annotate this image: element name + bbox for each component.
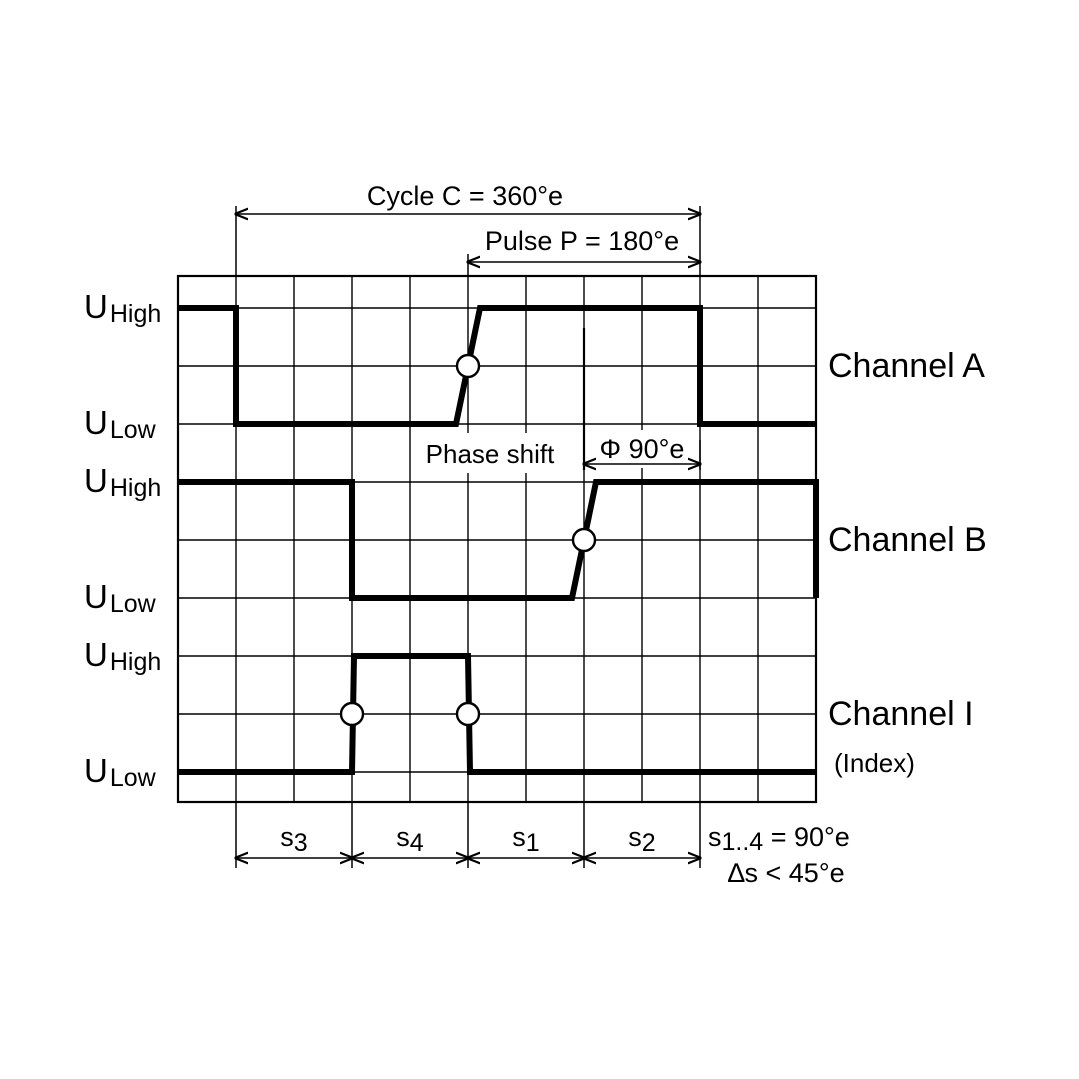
channel-b-high-label: UHigh xyxy=(84,462,161,502)
channel-i-high-label: UHigh xyxy=(84,636,161,676)
segment-label-s2: s2 xyxy=(628,822,655,857)
phase-shift-label: Phase shift xyxy=(426,439,555,469)
segment-label-s1: s1 xyxy=(512,822,539,857)
level-labels: UHigh ULow UHigh ULow UHigh ULow xyxy=(84,288,161,792)
segment-note-line2: ∆s < 45°e xyxy=(728,858,845,888)
phase-shift-value: Φ 90°e xyxy=(600,434,685,464)
channel-b-crossing-marker xyxy=(571,527,597,553)
channel-i-low-label: ULow xyxy=(84,752,157,792)
phase-shift-label-bg xyxy=(412,433,566,473)
segment-note-line1: s1..4 = 90°e xyxy=(708,822,850,856)
channel-i-waveform xyxy=(178,653,816,775)
pulse-label: Pulse P = 180°e xyxy=(485,226,679,256)
channel-a-name: Channel A xyxy=(828,347,985,385)
channel-b-name: Channel B xyxy=(828,521,987,559)
channel-b-low-label: ULow xyxy=(84,578,157,618)
dimension-lines xyxy=(236,206,700,868)
channel-i-fall-marker xyxy=(455,701,481,727)
channel-a-low-label: ULow xyxy=(84,404,157,444)
segment-label-s3: s3 xyxy=(280,822,307,857)
grid-frame xyxy=(176,274,818,804)
cycle-label: Cycle C = 360°e xyxy=(367,181,563,211)
channel-i-note: (Index) xyxy=(834,748,915,778)
channel-i-name: Channel I xyxy=(828,695,974,733)
channel-a-high-label: UHigh xyxy=(84,288,161,328)
channel-b-waveform xyxy=(178,479,819,601)
crossing-markers xyxy=(339,353,597,727)
channel-a-crossing-marker xyxy=(455,353,481,379)
segment-label-s4: s4 xyxy=(396,822,424,857)
grid xyxy=(176,274,818,804)
channel-i-rise-marker xyxy=(339,701,365,727)
